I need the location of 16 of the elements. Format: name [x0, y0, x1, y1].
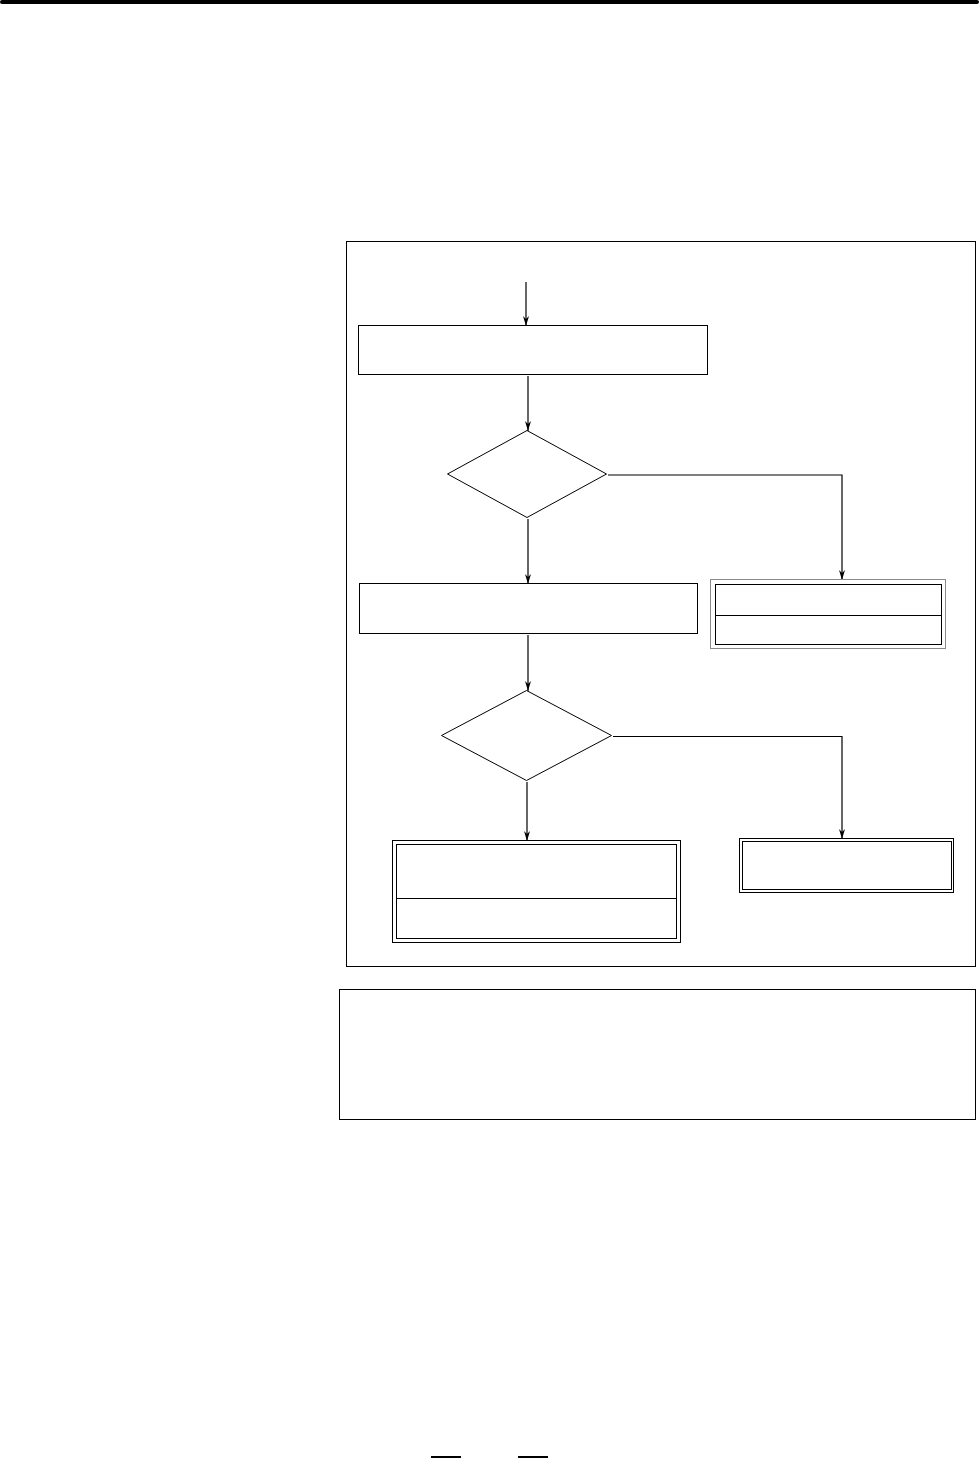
arrow	[525, 375, 531, 432]
arrow	[524, 781, 530, 842]
diagram-frame	[346, 241, 976, 967]
process-box	[359, 583, 699, 635]
process-box	[358, 325, 709, 376]
arrow	[525, 634, 531, 692]
decision-diamond	[441, 690, 613, 782]
arrow	[612, 735, 845, 840]
double-bordered-box	[710, 579, 947, 650]
arrow	[607, 474, 845, 581]
decision-diamond	[447, 430, 608, 519]
note-box	[339, 989, 976, 1120]
double-bordered-box	[392, 840, 682, 944]
arrow	[525, 518, 531, 585]
arrow	[523, 281, 529, 327]
double-bordered-box	[739, 838, 955, 894]
